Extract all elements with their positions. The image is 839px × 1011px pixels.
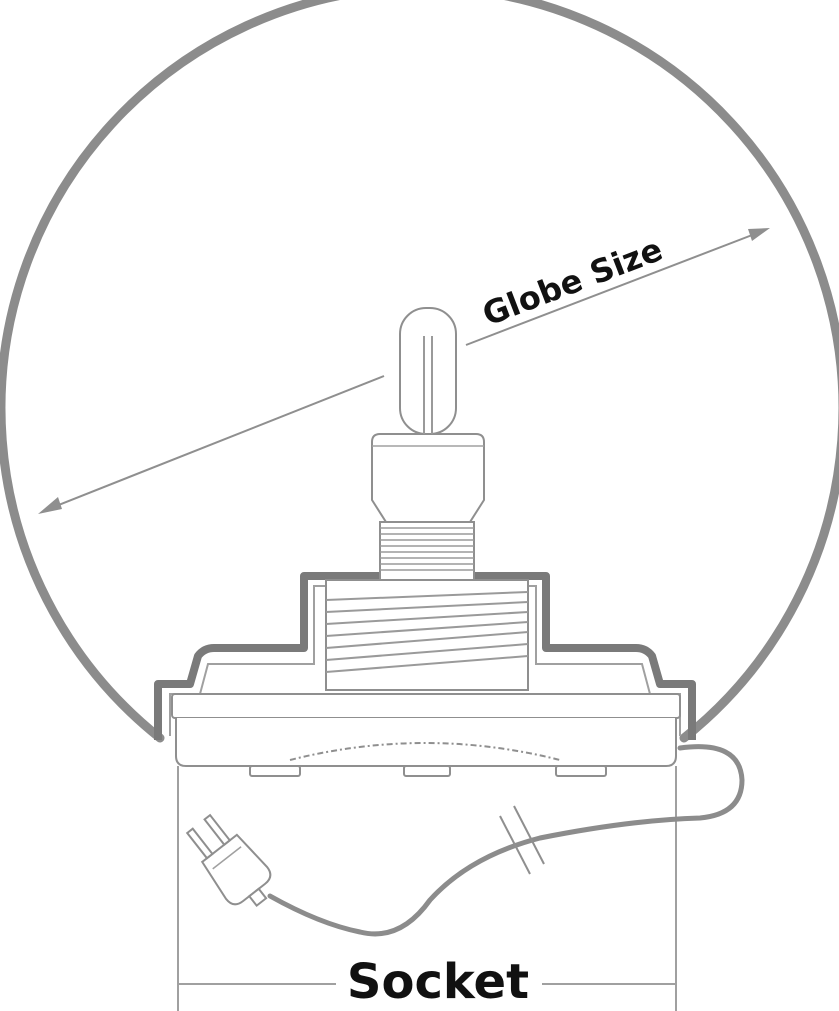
globe-size-label: Globe Size (477, 230, 667, 333)
lamp-tube (399, 307, 457, 435)
power-cord (267, 744, 745, 937)
lamp-base-collar (371, 433, 485, 523)
plug-icon (185, 813, 272, 908)
base-plate (171, 693, 681, 767)
socket-side-lines (177, 766, 677, 1011)
threaded-socket-body (325, 579, 529, 691)
base-feet (249, 765, 607, 777)
globe-size-arrow (38, 228, 770, 514)
globe-outline (0, 0, 839, 743)
lamp-thread-neck (379, 521, 475, 581)
cord-break-marks (499, 805, 545, 875)
base-dashed-arc (289, 742, 561, 761)
socket-label: Socket (347, 954, 529, 1010)
